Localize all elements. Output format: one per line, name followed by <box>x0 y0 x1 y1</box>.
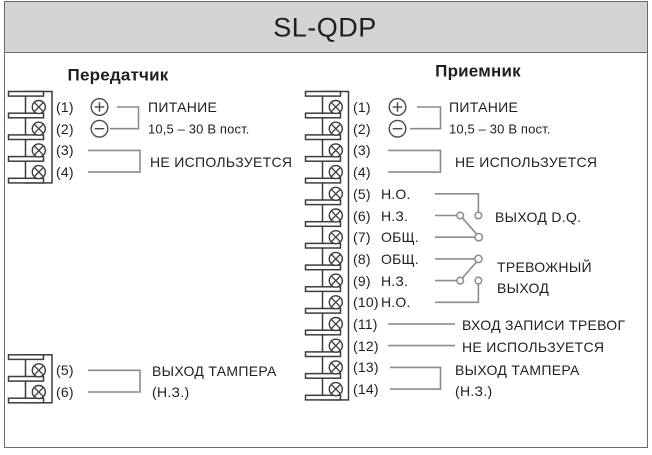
receiver-contact-label: Н.О. <box>381 185 411 202</box>
receiver-terminal-number: (14) <box>353 381 379 398</box>
transmitter-tamper-sublabel: (Н.З.) <box>152 384 190 400</box>
transmitter-tamper-terminal-number: (5) <box>56 362 74 379</box>
screw-terminal-icon <box>328 251 343 267</box>
screw-terminal-icon <box>328 295 343 310</box>
receiver-terminal-number: (9) <box>353 272 371 289</box>
receiver-alarm-output-label-line2: ВЫХОД <box>497 280 550 296</box>
receiver-terminal-number: (10) <box>353 294 379 311</box>
title-bar <box>5 2 647 53</box>
receiver-tamper-label: ВЫХОД ТАМПЕРА <box>455 361 580 378</box>
receiver-terminal-number: (2) <box>353 120 371 137</box>
screw-terminal-icon <box>328 381 343 397</box>
receiver-terminal-number: (6) <box>353 207 371 224</box>
transmitter-power-label: ПИТАНИЕ <box>148 99 218 115</box>
screw-terminal-icon <box>328 121 343 136</box>
receiver-alarm-output-label-line1: ТРЕВОЖНЫЙ <box>497 258 592 275</box>
transmitter-power-bracket <box>110 106 140 130</box>
alarm-nc-contact-icon <box>456 276 465 285</box>
alarm-switch-arm-icon <box>461 261 477 279</box>
receiver-contact-label: ОБЩ. <box>381 229 419 246</box>
transmitter-terminal-number: (1) <box>56 99 74 115</box>
screw-terminal-icon <box>328 229 343 245</box>
receiver-not-used-bracket <box>388 149 442 173</box>
transmitter-terminal-number: (3) <box>56 142 74 159</box>
screw-terminal-icon <box>328 164 343 180</box>
transmitter-terminal-strip <box>7 90 53 184</box>
receiver-dq-output-label: ВЫХОД D.Q. <box>495 208 582 225</box>
receiver-terminal-number: (7) <box>353 229 371 246</box>
receiver-terminal-number: (5) <box>353 185 371 202</box>
transmitter-tamper-terminal-strip <box>7 354 53 404</box>
receiver-power-bracket <box>410 106 442 130</box>
receiver-terminal-number: (8) <box>353 250 371 267</box>
receiver-terminal-number: (12) <box>353 337 379 354</box>
transmitter-power-sublabel: 10,5 – 30 В пост. <box>148 121 250 137</box>
receiver-power-sublabel: 10,5 – 30 В пост. <box>449 121 551 137</box>
receiver-alarm-input-label: ВХОД ЗАПИСИ ТРЕВОГ <box>462 316 626 333</box>
receiver-contact-label: ОБЩ. <box>381 250 419 267</box>
receiver-contact-label: Н.З. <box>381 272 409 289</box>
transmitter-tamper-terminal-number: (6) <box>56 384 74 400</box>
screw-terminal-icon <box>328 273 343 288</box>
alarm-no-contact-icon <box>474 276 483 285</box>
screw-terminal-icon <box>31 99 46 115</box>
screw-terminal-icon <box>31 121 46 136</box>
receiver-contact-label: Н.О. <box>381 294 411 311</box>
dq-no-contact-icon <box>474 211 483 220</box>
transmitter-terminal-number: (4) <box>56 164 74 181</box>
transmitter-plus-polarity-icon <box>90 97 109 116</box>
receiver-minus-polarity-icon <box>388 119 407 138</box>
transmitter-tamper-bracket <box>88 369 141 393</box>
transmitter-terminal-number: (2) <box>56 120 74 137</box>
alarm-no-wire <box>435 284 480 304</box>
transmitter-not-used-label: НЕ ИСПОЛЬЗУЕТСЯ <box>150 153 293 170</box>
transmitter-minus-polarity-icon <box>90 119 109 138</box>
receiver-tamper-bracket <box>390 366 442 390</box>
receiver-plus-polarity-icon <box>388 97 407 116</box>
receiver-terminal-number: (13) <box>353 359 379 376</box>
transmitter-not-used-bracket <box>88 149 141 173</box>
receiver-terminal-number: (3) <box>353 142 371 159</box>
screw-terminal-icon <box>328 99 343 115</box>
receiver-not-used2-label: НЕ ИСПОЛЬЗУЕТСЯ <box>462 338 605 355</box>
screw-terminal-icon <box>328 360 343 375</box>
receiver-heading: Приемник <box>435 61 521 81</box>
receiver-terminal-strip <box>304 90 350 401</box>
screw-terminal-icon <box>328 186 343 202</box>
dq-no-wire <box>435 193 480 212</box>
screw-terminal-icon <box>31 384 46 400</box>
receiver-contact-label: Н.З. <box>381 207 409 224</box>
screw-terminal-icon <box>31 363 46 378</box>
receiver-terminal-number: (4) <box>353 164 371 181</box>
screw-terminal-icon <box>31 143 46 158</box>
dq-common-contact-icon <box>474 232 484 242</box>
screw-terminal-icon <box>328 338 343 353</box>
page-title: SL-QDP <box>273 12 377 43</box>
screw-terminal-icon <box>31 164 46 180</box>
screw-terminal-icon <box>328 143 343 158</box>
receiver-power-label: ПИТАНИЕ <box>449 99 519 115</box>
dq-switch-arm-icon <box>462 217 477 235</box>
receiver-tamper-sublabel: (Н.З.) <box>455 383 493 399</box>
receiver-terminal-number: (11) <box>353 316 378 332</box>
screw-terminal-icon <box>328 208 343 223</box>
receiver-not-used-label: НЕ ИСПОЛЬЗУЕТСЯ <box>455 153 598 170</box>
transmitter-heading: Передатчик <box>67 65 169 85</box>
alarm-common-contact-icon <box>473 254 483 264</box>
receiver-terminal-number: (1) <box>353 99 371 115</box>
screw-terminal-icon <box>328 316 343 332</box>
transmitter-tamper-label: ВЫХОД ТАМПЕРА <box>152 362 277 379</box>
dq-nc-contact-icon <box>456 211 465 220</box>
